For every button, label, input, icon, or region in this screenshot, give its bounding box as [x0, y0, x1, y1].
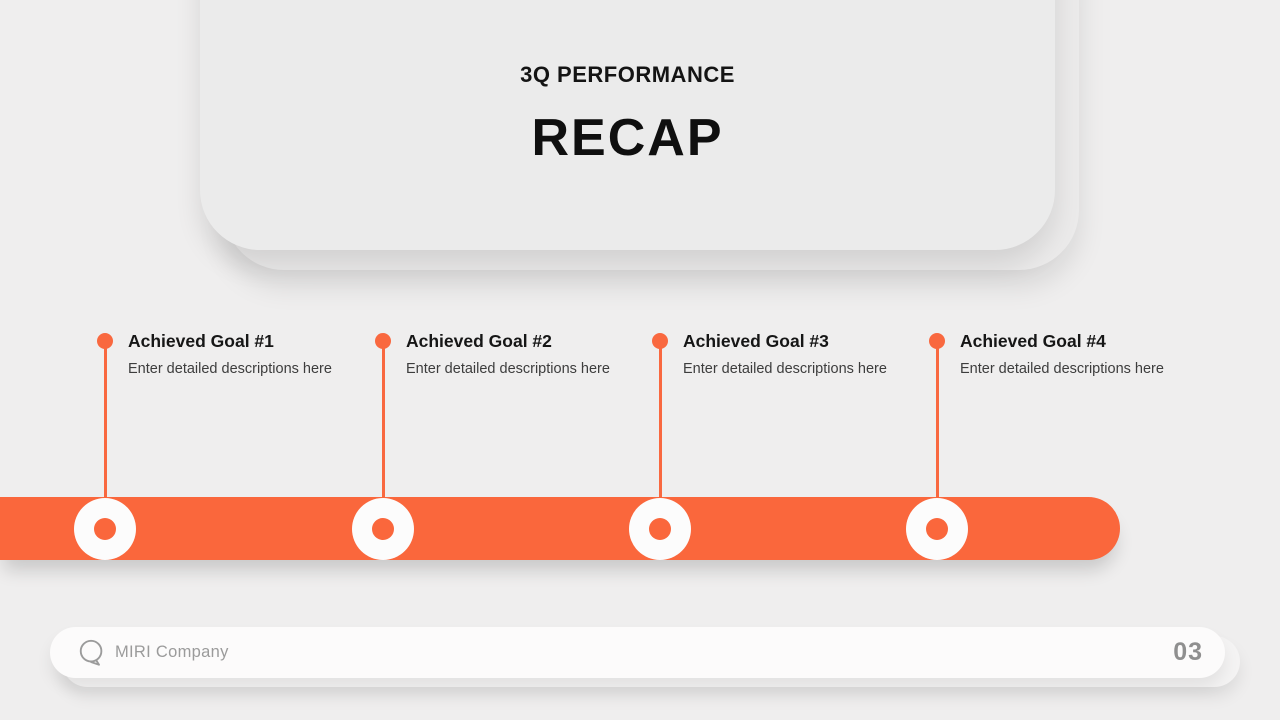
goal-text-block: Achieved Goal #4 Enter detailed descript…	[960, 331, 1164, 379]
header-card: 3Q PERFORMANCE RECAP	[200, 0, 1055, 250]
goal-connector-line	[658, 342, 662, 529]
timeline-node-2	[352, 498, 414, 560]
timeline-node-hole	[926, 518, 948, 540]
goal-description: Enter detailed descriptions here	[683, 361, 887, 377]
goal-description: Enter detailed descriptions here	[960, 361, 1164, 377]
timeline-node-hole	[94, 518, 116, 540]
goal-marker-dot	[375, 333, 391, 349]
timeline-node-3	[629, 498, 691, 560]
goal-title: Achieved Goal #1	[128, 331, 274, 351]
timeline-node-hole	[649, 518, 671, 540]
goal-marker-dot	[929, 333, 945, 349]
goal-title: Achieved Goal #3	[683, 331, 829, 351]
goal-title: Achieved Goal #2	[406, 331, 552, 351]
speech-bubble-icon	[77, 638, 107, 668]
goal-description: Enter detailed descriptions here	[128, 361, 332, 377]
goal-connector-line	[103, 342, 107, 529]
goal-connector-line	[935, 342, 939, 529]
timeline-node-4	[906, 498, 968, 560]
timeline-node-1	[74, 498, 136, 560]
footer-bar: MIRI Company 03	[50, 627, 1225, 678]
goal-title: Achieved Goal #4	[960, 331, 1106, 351]
page-number: 03	[1173, 638, 1203, 666]
footer-company-label: MIRI Company	[115, 643, 229, 661]
goal-description: Enter detailed descriptions here	[406, 361, 610, 377]
timeline-node-hole	[372, 518, 394, 540]
goal-text-block: Achieved Goal #1 Enter detailed descript…	[128, 331, 332, 379]
goal-connector-line	[381, 342, 385, 529]
goal-text-block: Achieved Goal #2 Enter detailed descript…	[406, 331, 610, 379]
goal-text-block: Achieved Goal #3 Enter detailed descript…	[683, 331, 887, 379]
goal-marker-dot	[97, 333, 113, 349]
slide-title: RECAP	[531, 109, 724, 167]
slide-subtitle: 3Q PERFORMANCE	[520, 62, 735, 87]
goal-marker-dot	[652, 333, 668, 349]
